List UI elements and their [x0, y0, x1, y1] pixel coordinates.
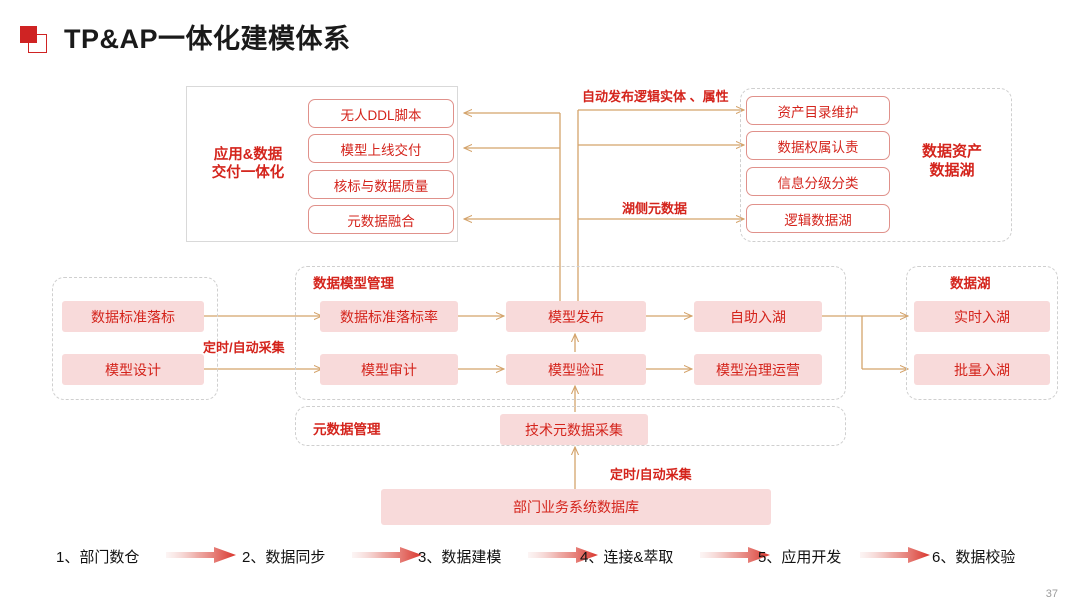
- group-title-meta-data-mgmt: 元数据管理: [313, 422, 381, 437]
- box-asset-catalog[interactable]: 资产目录维护: [746, 96, 890, 125]
- box-standard-landing-rate[interactable]: 数据标准落标率: [320, 301, 458, 332]
- box-logical-data-lake[interactable]: 逻辑数据湖: [746, 204, 890, 233]
- group-meta-data-mgmt: [295, 406, 846, 446]
- annotation-auto-publish: 自动发布逻辑实体 、属性: [582, 89, 729, 104]
- legend-item-2: 2、数据同步: [242, 548, 326, 566]
- box-realtime-ingest[interactable]: 实时入湖: [914, 301, 1050, 332]
- box-model-verify[interactable]: 模型验证: [506, 354, 646, 385]
- box-tech-metadata-collect[interactable]: 技术元数据采集: [500, 414, 648, 445]
- box-model-delivery[interactable]: 模型上线交付: [308, 134, 454, 163]
- box-ddl-script[interactable]: 无人DDL脚本: [308, 99, 454, 128]
- asset-lake-group: [740, 88, 1012, 242]
- box-standard-quality[interactable]: 核标与数据质量: [308, 170, 454, 199]
- box-metadata-fusion[interactable]: 元数据融合: [308, 205, 454, 234]
- page-title: TP&AP一体化建模体系: [64, 24, 351, 54]
- legend-arrow-2-icon: [352, 547, 422, 563]
- box-model-publish[interactable]: 模型发布: [506, 301, 646, 332]
- group-title-data-model-mgmt: 数据模型管理: [313, 276, 394, 291]
- annotation-scheduled-collect-mid: 定时/自动采集: [203, 340, 285, 355]
- legend-item-5: 5、应用开发: [758, 548, 842, 566]
- legend-arrow-3-icon: [528, 547, 598, 563]
- legend-arrow-1-icon: [166, 547, 236, 563]
- box-info-classification[interactable]: 信息分级分类: [746, 167, 890, 196]
- box-model-governance[interactable]: 模型治理运营: [694, 354, 822, 385]
- box-model-audit[interactable]: 模型审计: [320, 354, 458, 385]
- box-model-design[interactable]: 模型设计: [62, 354, 204, 385]
- legend-arrow-4-icon: [700, 547, 770, 563]
- annotation-lake-metadata: 湖侧元数据: [622, 201, 688, 216]
- group-data-lake: [906, 266, 1058, 400]
- box-dept-business-db[interactable]: 部门业务系统数据库: [381, 489, 771, 525]
- delivery-integration-label: 应用&数据 交付一体化: [211, 147, 285, 182]
- group-data-model-mgmt: [295, 266, 846, 400]
- legend-item-6: 6、数据校验: [932, 548, 1016, 566]
- box-self-service-ingest[interactable]: 自助入湖: [694, 301, 822, 332]
- box-data-ownership[interactable]: 数据权属认责: [746, 131, 890, 160]
- box-data-standard-landing[interactable]: 数据标准落标: [62, 301, 204, 332]
- legend-item-3: 3、数据建模: [418, 548, 502, 566]
- slide-header: TP&AP一体化建模体系: [0, 0, 1080, 70]
- box-batch-ingest[interactable]: 批量入湖: [914, 354, 1050, 385]
- legend-arrow-5-icon: [860, 547, 930, 563]
- legend-bar: 1、部门数仓 2、数据同步 3、数据建模 4、连接&萃取 5、应用开发 6、数据…: [0, 540, 1080, 572]
- legend-item-1: 1、部门数仓: [56, 548, 140, 566]
- group-title-data-lake: 数据湖: [950, 276, 991, 291]
- page-number: 37: [1045, 588, 1058, 600]
- annotation-scheduled-collect-bottom: 定时/自动采集: [610, 467, 692, 482]
- legend-item-4: 4、连接&萃取: [580, 548, 674, 566]
- group-dept-warehouse: [52, 277, 218, 400]
- asset-lake-label: 数据资产 数据湖: [921, 143, 982, 179]
- red-double-square-icon: [20, 26, 47, 53]
